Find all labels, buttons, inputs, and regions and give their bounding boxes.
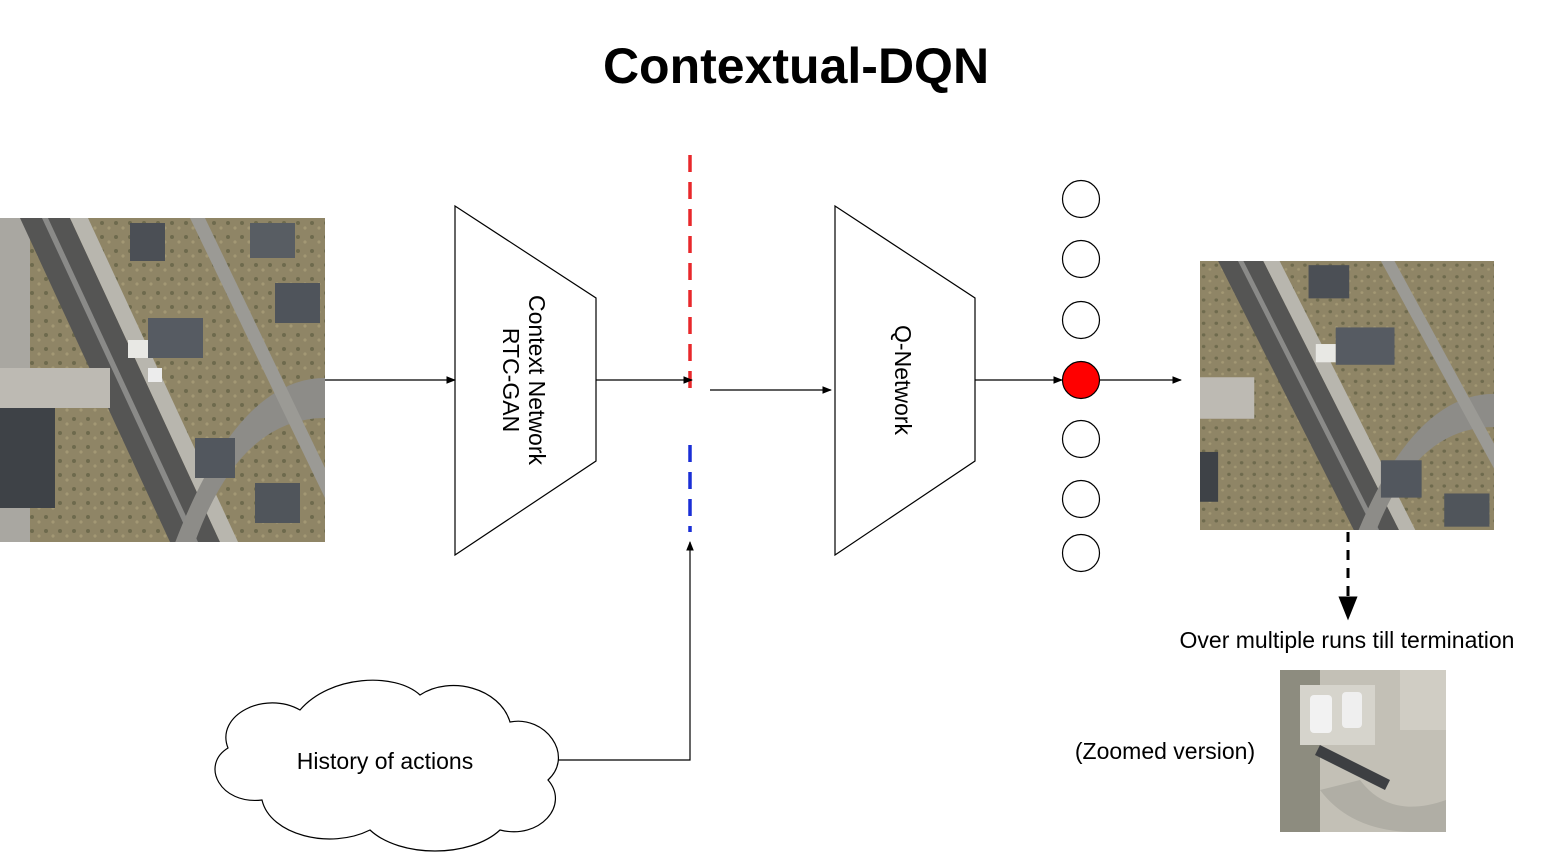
output-action-nodes: [1061, 179, 1101, 573]
aerial-image-icon: [0, 218, 325, 542]
action-node: [1061, 479, 1101, 519]
zoomed-note: (Zoomed version): [1075, 738, 1255, 764]
aerial-image-icon: [1200, 261, 1494, 530]
action-node: [1061, 300, 1101, 340]
context-network-line1: Context Network: [524, 295, 550, 466]
input-aerial-image: [0, 218, 325, 542]
zoomed-aerial-image: [1280, 670, 1446, 832]
diagram-title: Contextual-DQN: [603, 38, 989, 94]
q-network-label-group: Q-Network: [890, 325, 916, 435]
context-network-label: Context Network RTC-GAN: [498, 295, 550, 466]
arrow-history-to-concat: [540, 541, 694, 761]
history-label: History of actions: [297, 748, 473, 774]
repeat-note: Over multiple runs till termination: [1180, 627, 1515, 653]
context-network-line2: RTC-GAN: [498, 328, 524, 432]
q-network-block: [834, 204, 976, 557]
context-network-block: [454, 204, 597, 557]
action-node: [1061, 533, 1101, 573]
history-cloud-shape: [214, 679, 559, 852]
aerial-zoom-icon: [1280, 670, 1446, 832]
action-node: [1061, 239, 1101, 279]
selected-action-node: [1061, 360, 1101, 400]
action-node: [1061, 419, 1101, 459]
q-network-label: Q-Network: [890, 325, 916, 435]
output-aerial-image: [1200, 261, 1494, 530]
action-node: [1061, 179, 1101, 219]
